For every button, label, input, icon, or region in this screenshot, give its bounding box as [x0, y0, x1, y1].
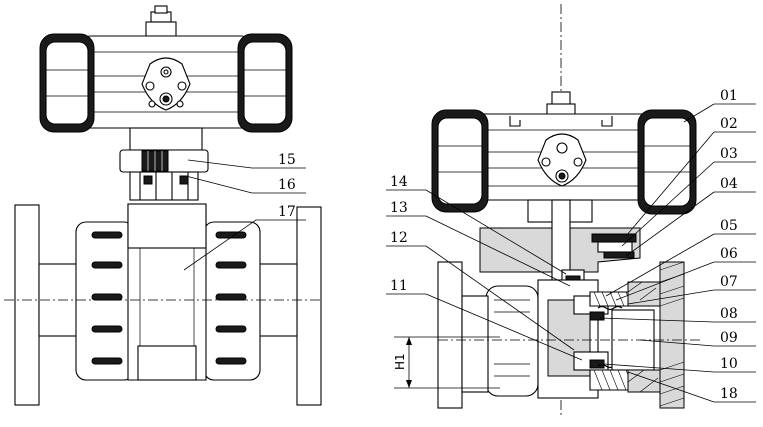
callout-04: 04	[625, 176, 756, 257]
section-bracket	[479, 199, 641, 293]
callout-02-label: 02	[720, 116, 738, 132]
callout-15: 15	[187, 152, 306, 169]
callout-08-label: 08	[720, 306, 738, 322]
callout-01-label: 01	[720, 88, 738, 104]
callout-04-label: 04	[720, 176, 738, 192]
callout-16-label: 16	[278, 177, 296, 193]
callout-18-label: 18	[720, 386, 738, 402]
callout-08: 08	[599, 306, 756, 323]
section-actuator	[431, 91, 697, 223]
callout-11-label: 11	[390, 278, 408, 294]
callout-14: 14	[386, 174, 567, 275]
front-valve-body	[127, 203, 207, 381]
callout-03-label: 03	[720, 146, 738, 162]
callout-05: 05	[605, 218, 756, 297]
callout-07-label: 07	[720, 274, 738, 290]
callout-09: 09	[639, 330, 756, 347]
front-view	[4, 5, 322, 406]
front-actuator	[39, 5, 293, 151]
callout-07: 07	[627, 274, 756, 305]
front-coupling	[119, 149, 209, 201]
callout-13: 13	[386, 200, 571, 287]
callout-10: 10	[603, 356, 756, 373]
callout-17-label: 17	[278, 204, 296, 220]
callout-06: 06	[615, 246, 756, 301]
section-left-flange	[437, 261, 463, 409]
callout-14-label: 14	[390, 174, 408, 190]
callout-17: 17	[183, 204, 306, 271]
section-view: H1	[393, 4, 700, 415]
callout-12: 12	[386, 230, 575, 351]
callout-09-label: 09	[720, 330, 738, 346]
front-left-union-nut	[75, 221, 135, 381]
front-right-flange	[296, 206, 322, 406]
callout-18: 18	[627, 371, 756, 403]
h1-dimension-label: H1	[393, 353, 407, 370]
callout-11: 11	[386, 278, 583, 361]
callout-13-label: 13	[390, 200, 408, 216]
callout-layer: 15 16 17 01 02 03	[183, 88, 756, 403]
callout-02: 02	[625, 116, 756, 237]
callout-03: 03	[621, 146, 756, 247]
callout-16: 16	[185, 175, 306, 194]
callout-15-label: 15	[278, 152, 296, 168]
section-valve-body	[537, 279, 655, 399]
callout-12-label: 12	[390, 230, 408, 246]
section-right-flange	[627, 261, 685, 409]
callout-05-label: 05	[720, 218, 738, 234]
callout-06-label: 06	[720, 246, 738, 262]
h1-dimension: H1	[393, 336, 500, 389]
front-right-union-nut	[203, 221, 261, 381]
section-left-union-nut	[461, 285, 539, 397]
callout-01: 01	[683, 88, 756, 123]
front-left-flange	[14, 204, 40, 406]
callout-10-label: 10	[720, 356, 738, 372]
